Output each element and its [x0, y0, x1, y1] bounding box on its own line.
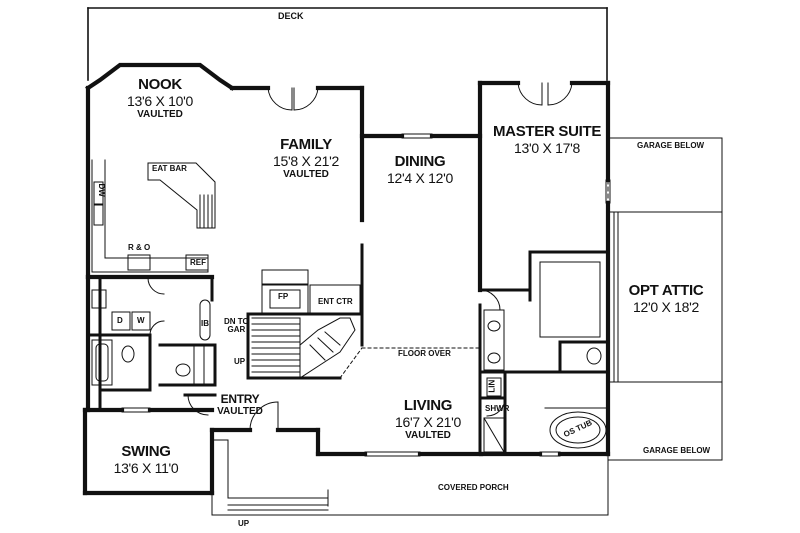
deck-label: DECK: [278, 11, 304, 21]
room-name: FAMILY: [280, 136, 332, 153]
dryer-label: D: [117, 316, 123, 325]
room-note: VAULTED: [405, 430, 451, 441]
eat-bar-label: EAT BAR: [152, 164, 187, 173]
room-dimensions: 12'0 X 18'2: [633, 299, 699, 315]
room-name: ENTRY: [220, 392, 260, 406]
exterior-walls: [82, 62, 611, 496]
room-note: VAULTED: [283, 169, 329, 180]
room-name: SWING: [121, 443, 171, 460]
gar-line: GAR: [227, 325, 246, 335]
interior-walls: [86, 243, 610, 456]
floor-over-label: FLOOR OVER: [398, 349, 451, 358]
room-name: DINING: [394, 153, 446, 170]
room-dimensions: 13'0 X 17'8: [514, 140, 580, 156]
refrigerator-label: REF: [190, 258, 206, 267]
room-name: LIVING: [403, 397, 453, 414]
room-dimensions: 16'7 X 21'0: [395, 414, 461, 430]
room-note: VAULTED: [137, 109, 183, 120]
room-name: MASTER SUITE: [492, 123, 602, 140]
room-master-suite: MASTER SUITE 13'0 X 17'8: [493, 123, 601, 156]
dn-to-gar-label: DN TO GAR: [224, 317, 249, 335]
room-dimensions: 13'6 X 10'0: [127, 93, 193, 109]
fireplace-label: FP: [278, 292, 289, 301]
room-name: NOOK: [138, 76, 182, 93]
covered-porch-label: COVERED PORCH: [438, 483, 509, 492]
window-marks: [121, 133, 611, 457]
room-dimensions: 12'4 X 12'0: [387, 170, 453, 186]
shower-label: SHWR: [485, 404, 510, 413]
room-dimensions: 13'6 X 11'0: [113, 460, 179, 476]
room-opt-attic: OPT ATTIC 12'0 X 18'2: [629, 282, 704, 315]
garage-below-bottom-label: GARAGE BELOW: [643, 446, 711, 455]
room-dining: DINING 12'4 X 12'0: [387, 153, 453, 186]
room-note: VAULTED: [217, 406, 263, 417]
dn-to-line: DN TO: [224, 317, 249, 326]
room-living: LIVING 16'7 X 21'0 VAULTED: [395, 397, 461, 441]
ironing-board-label: IB: [201, 319, 209, 328]
linen-label: LIN: [487, 379, 497, 393]
room-dimensions: 15'8 X 21'2: [273, 153, 339, 169]
washer-label: W: [137, 316, 145, 325]
stair-up-label: UP: [234, 357, 246, 366]
room-name: OPT ATTIC: [628, 282, 704, 299]
thin-lines: [91, 82, 723, 516]
ent-ctr-label: ENT CTR: [318, 297, 353, 306]
dishwasher-label: DW: [96, 183, 106, 197]
room-swing: SWING 13'6 X 11'0: [114, 443, 179, 476]
room-nook: NOOK 13'6 X 10'0 VAULTED: [127, 76, 193, 120]
porch-up-label: UP: [238, 519, 250, 528]
room-entry: ENTRY VAULTED: [217, 392, 263, 417]
garage-below-top-label: GARAGE BELOW: [637, 141, 705, 150]
range-oven-label: R & O: [128, 243, 151, 252]
room-family: FAMILY 15'8 X 21'2 VAULTED: [273, 136, 339, 180]
deck-outline: [87, 7, 608, 81]
